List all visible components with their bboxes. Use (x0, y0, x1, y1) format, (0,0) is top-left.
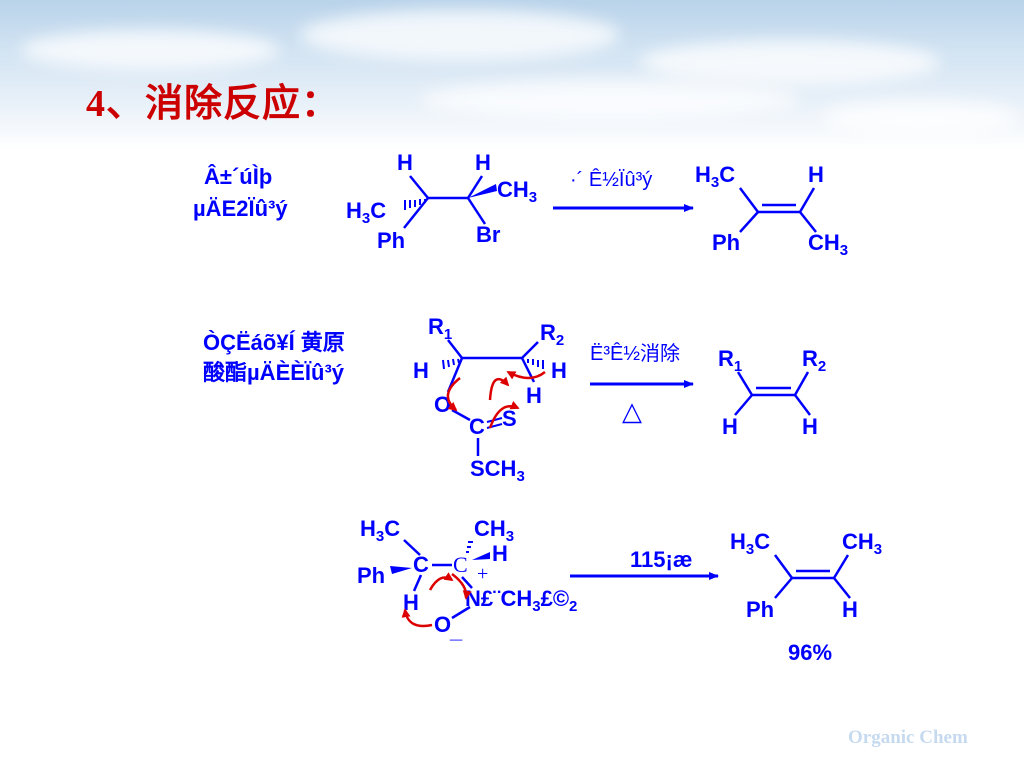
p1-h3c: H3C (695, 162, 735, 191)
r2-r2: R2 (540, 320, 564, 349)
reaction1-label-line2: µÄE2Ïû³ý (193, 196, 288, 221)
r3-h-top: H (492, 541, 508, 566)
r1-h-right: H (475, 150, 491, 175)
sky-background (0, 0, 1024, 150)
r3-plus: + (477, 563, 488, 585)
r3-n-group: N£¨CH3£©2 (465, 586, 577, 615)
r1-h3c: H3C (346, 198, 386, 227)
footer-watermark: Organic Chem (848, 727, 968, 748)
reaction1-label-line1: Â±´úÌþ (204, 164, 273, 189)
cloud (20, 30, 280, 70)
reaction1-reactant: H H CH3 H3C Ph Br (346, 150, 537, 253)
reaction2-label-line1: ÒÇËáõ¥Í 黄原 (203, 330, 345, 355)
reaction2-reactant: R1 R2 H H H O C S SCH3 (413, 314, 567, 485)
cloud (420, 80, 800, 120)
p3-h3c: H3C (730, 529, 770, 558)
r3-condition: 115¡æ (630, 547, 692, 572)
r2-c: C (469, 414, 485, 439)
r2-s: S (502, 406, 517, 431)
p1-ch3: CH3 (808, 230, 848, 259)
cloud (820, 100, 1020, 135)
p2-h-left: H (722, 414, 738, 439)
p3-ph: Ph (746, 597, 774, 622)
r2-heat-symbol: △ (622, 396, 642, 426)
cloud (640, 40, 940, 85)
r1-bond-h-left (409, 175, 429, 199)
reaction3-reactant: H3C CH3 H Ph C C + H N£¨CH3£©2 O _ (357, 516, 577, 643)
r2-r1: R1 (428, 314, 452, 343)
r1-ph: Ph (377, 228, 405, 253)
p2-r1: R1 (718, 346, 742, 375)
reaction1-condition: ·´ Ê½Ïû³ý (570, 169, 653, 191)
r3-o: O (434, 612, 451, 637)
r2-sch3: SCH3 (470, 456, 525, 485)
r3-ph: Ph (357, 563, 385, 588)
r1-br: Br (476, 222, 501, 247)
slide-title: 4、消除反应： (86, 83, 341, 125)
r3-minus: _ (449, 618, 463, 643)
p3-ch3: CH3 (842, 529, 882, 558)
cloud (300, 10, 620, 60)
p2-r2: R2 (802, 346, 826, 375)
reaction2-condition: Ë³Ê½消除 (590, 343, 681, 365)
r3-c2: C (453, 552, 468, 577)
r1-bond-h-right (466, 175, 484, 199)
reaction2-label-line2: 酸酯µÄÈÈÏû³ý (203, 360, 345, 385)
r2-h-left: H (413, 358, 429, 383)
r3-h3c: H3C (360, 516, 400, 545)
p1-ph: Ph (712, 230, 740, 255)
r1-h-left: H (397, 150, 413, 175)
reaction3-product: H3C CH3 Ph H (730, 529, 882, 622)
r3-c1: C (413, 552, 429, 577)
reaction1-product: H3C H Ph CH3 (695, 162, 848, 259)
p1-h: H (808, 162, 824, 187)
r2-h-below: H (526, 383, 542, 408)
r1-wedge-ch3 (468, 184, 497, 198)
p3-h: H (842, 597, 858, 622)
r1-bond-ph (403, 197, 429, 229)
p2-h-right: H (802, 414, 818, 439)
r1-bond-br (466, 197, 487, 225)
reaction2-product: R1 R2 H H (718, 346, 826, 439)
r2-h-right: H (551, 358, 567, 383)
r1-ch3: CH3 (497, 177, 537, 206)
r3-ch3: CH3 (474, 516, 514, 545)
p3-yield: 96% (788, 640, 832, 665)
